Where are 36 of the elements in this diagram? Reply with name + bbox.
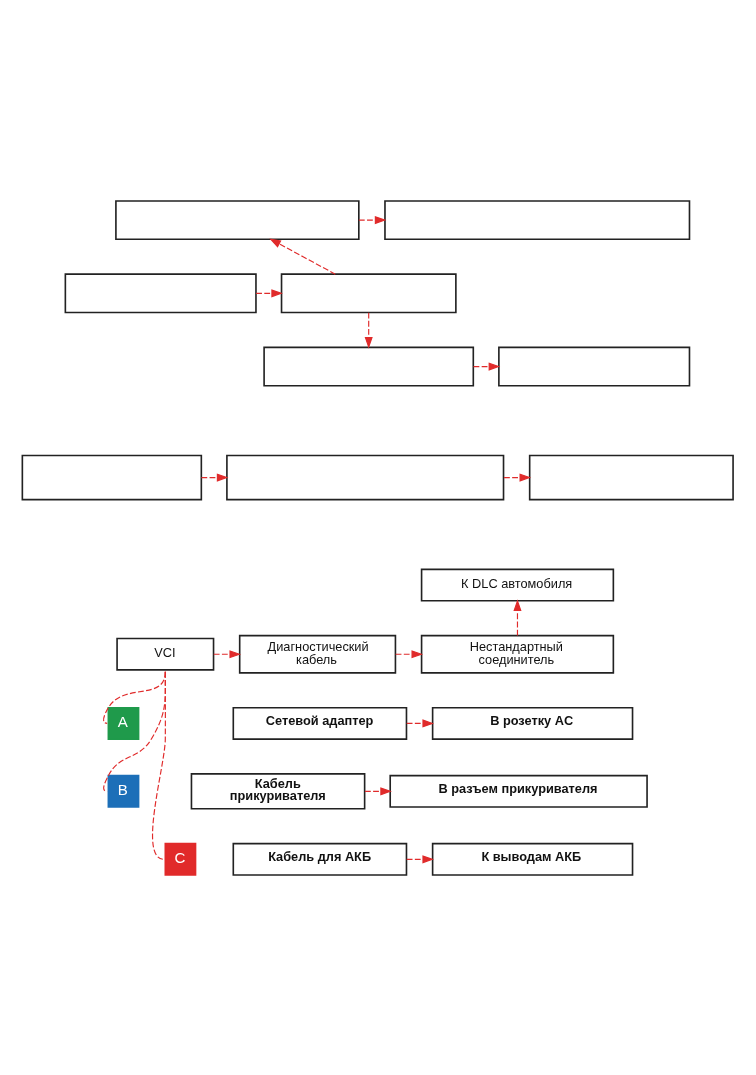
- node-box: [528, 454, 734, 500]
- arrow: [213, 649, 242, 658]
- arrow: [513, 598, 522, 636]
- node-box: [280, 272, 457, 313]
- arrow: [364, 786, 392, 795]
- arrow: [269, 238, 336, 275]
- arrow: [200, 473, 229, 482]
- node-box: В розетку AC: [431, 706, 634, 740]
- node-box: Диагностический кабель: [238, 634, 397, 674]
- node-box: В разъем прикуривателя: [389, 774, 648, 808]
- node-box: К выводам АКБ: [431, 842, 634, 876]
- arrow: [406, 718, 435, 727]
- node-box: [498, 346, 691, 387]
- arrow: [472, 362, 501, 371]
- node-box: VCI: [116, 637, 215, 671]
- arrow: [255, 288, 283, 297]
- node-box: [115, 199, 360, 240]
- connector: [151, 670, 166, 860]
- node-box: B: [107, 774, 140, 808]
- node-box: [21, 454, 203, 500]
- node-box: Сетевой адаптер: [232, 706, 408, 740]
- arrow: [358, 215, 387, 224]
- node-box: Кабель прикуривателя: [190, 772, 366, 810]
- node-box: [263, 346, 475, 387]
- node-box: C: [164, 842, 197, 876]
- node-box: [226, 454, 505, 500]
- node-box: [64, 272, 257, 313]
- node-box: К DLC автомобиля: [420, 568, 615, 602]
- node-box: [384, 199, 691, 240]
- arrow: [395, 649, 424, 658]
- node-box: A: [107, 706, 140, 740]
- node-box: Кабель для АКБ: [232, 842, 408, 876]
- arrow: [503, 473, 532, 482]
- node-box: Нестандартный соединитель: [420, 634, 615, 674]
- arrow: [364, 311, 373, 349]
- arrow: [406, 854, 435, 863]
